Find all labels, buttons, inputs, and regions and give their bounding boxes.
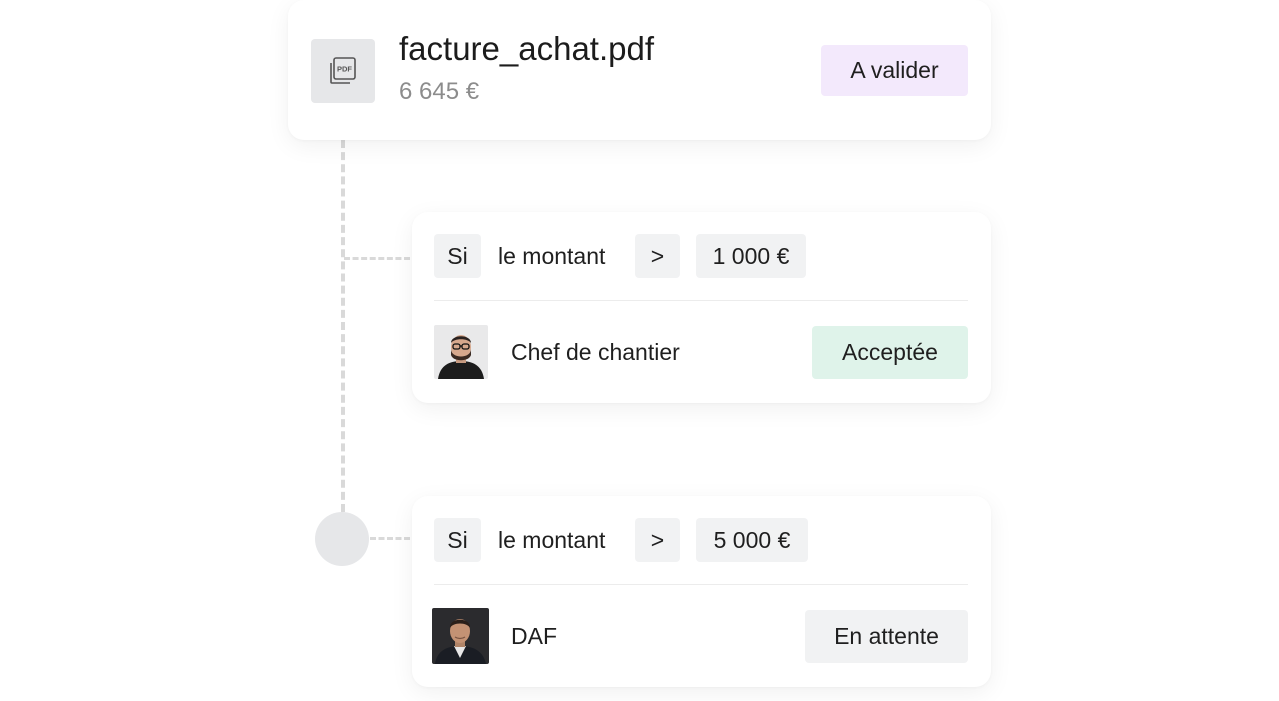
avatar — [432, 608, 489, 664]
condition-operator-chip[interactable]: > — [635, 518, 680, 562]
svg-text:PDF: PDF — [337, 65, 352, 74]
document-status-badge: A valider — [821, 45, 968, 96]
workflow-connector-branch-2 — [370, 537, 410, 540]
condition-field-label: le montant — [498, 526, 606, 553]
condition-keyword-chip: Si — [434, 518, 481, 562]
condition-field-label: le montant — [498, 242, 606, 269]
divider — [434, 584, 968, 585]
file-name: facture_achat.pdf — [399, 30, 655, 67]
condition-keyword-chip: Si — [434, 234, 481, 278]
approval-status-badge: En attente — [805, 610, 968, 663]
approver-role: DAF — [511, 622, 557, 649]
approval-rule-card: Si le montant > 1 000 € Chef de chantier… — [412, 212, 991, 403]
approver-role: Chef de chantier — [511, 338, 680, 365]
file-amount: 6 645 € — [399, 78, 480, 105]
workflow-node — [315, 512, 369, 566]
workflow-connector-branch-1 — [344, 257, 410, 260]
pdf-file-icon: PDF — [311, 39, 375, 103]
approval-status-badge: Acceptée — [812, 326, 968, 379]
condition-operator-chip[interactable]: > — [635, 234, 680, 278]
condition-threshold-chip[interactable]: 1 000 € — [696, 234, 806, 278]
divider — [434, 300, 968, 301]
document-card[interactable]: PDF facture_achat.pdf 6 645 € A valider — [288, 0, 991, 140]
condition-threshold-chip[interactable]: 5 000 € — [696, 518, 808, 562]
avatar — [434, 325, 488, 379]
approval-rule-card: Si le montant > 5 000 € DAF En attente — [412, 496, 991, 687]
workflow-connector-vertical — [341, 140, 345, 512]
